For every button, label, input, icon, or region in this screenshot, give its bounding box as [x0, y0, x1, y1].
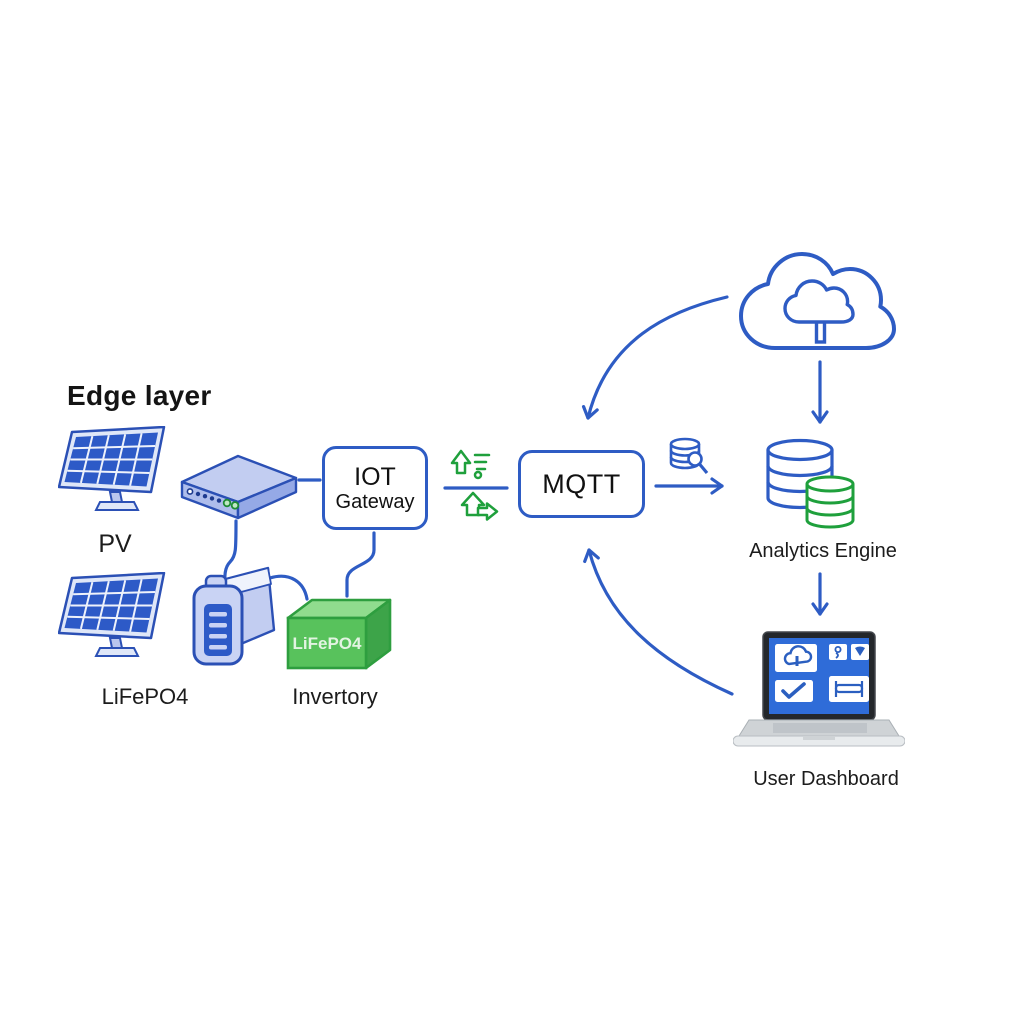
cloud-tile-icon: [783, 645, 813, 666]
mqtt-node: MQTT: [518, 450, 645, 518]
database-search-icon: [669, 437, 709, 475]
dashboard-label: User Dashboard: [753, 768, 899, 790]
gateway-label-line2: Gateway: [335, 490, 415, 513]
mqtt-label: MQTT: [542, 468, 621, 499]
widget-tile-icon: [834, 645, 842, 653]
upload-list-icon: [450, 449, 491, 480]
database-stack-icon: [766, 438, 855, 529]
battery-panel-label: LiFePO4: [101, 684, 189, 709]
edge-layer-title: Edge layer: [67, 380, 212, 411]
laptop-dashboard-icon: [733, 631, 905, 747]
inverter-box-icon: LiFePO4: [286, 598, 392, 670]
solar-panel-icon: [58, 426, 166, 511]
dashboard-tiles: [775, 644, 869, 702]
iot-gateway-node: IOT Gateway: [322, 446, 428, 530]
inverter-box-text: LiFePO4: [293, 634, 363, 653]
equipment-tile-icon: [834, 681, 864, 697]
check-tile-icon: [781, 682, 806, 699]
cable-gateway-to-inverter: [345, 531, 376, 598]
arrow-cloud-to-mqtt: [581, 295, 729, 420]
cloud-upload-icon: [739, 252, 896, 350]
inverter-label: Invertory: [292, 684, 378, 709]
router-icon: [180, 454, 298, 520]
battery-icon: [192, 566, 276, 666]
solar-panel-icon: [58, 572, 166, 657]
signal-tile-icon: [855, 646, 865, 656]
analytics-label: Analytics Engine: [749, 540, 897, 562]
pv-label: PV: [98, 530, 132, 558]
arrow-dashboard-to-mqtt: [583, 548, 734, 696]
upload-forward-icon: [460, 491, 499, 521]
cable-battery-to-inverter: [268, 574, 309, 601]
gateway-label-line1: IOT: [354, 462, 396, 491]
